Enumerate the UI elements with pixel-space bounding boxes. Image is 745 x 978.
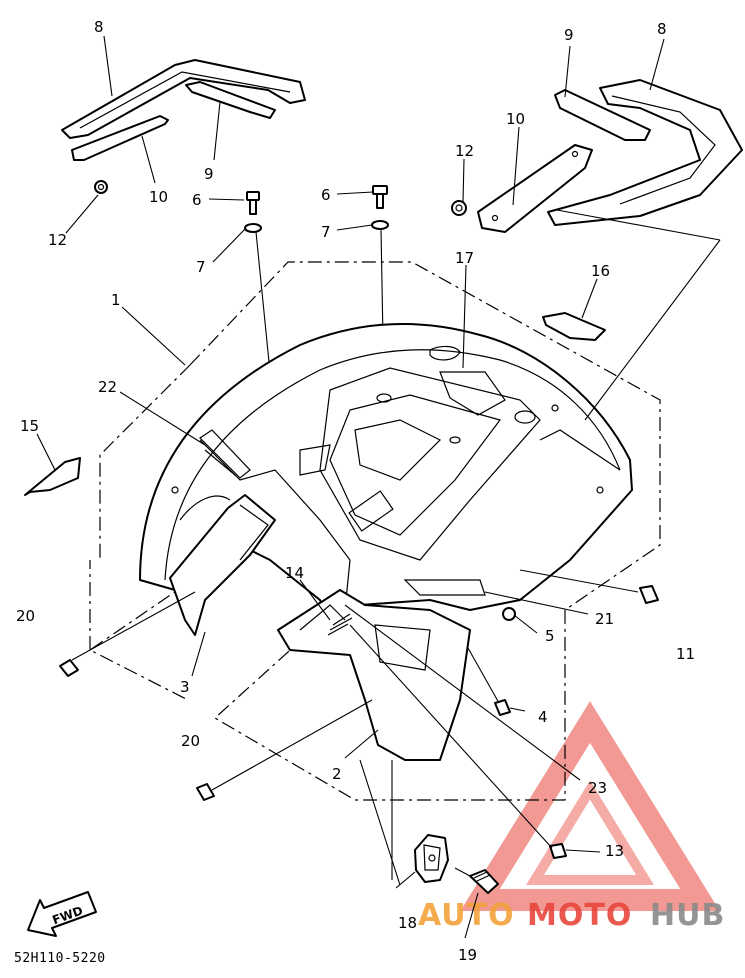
grab-bar-8-right: [547, 79, 743, 226]
callout-13: 13: [605, 842, 624, 860]
callout-23: 23: [588, 779, 607, 797]
callout-16: 16: [591, 262, 610, 280]
nut-12-right: [451, 200, 467, 216]
callout-4: 4: [538, 708, 548, 726]
fender-body: [139, 322, 633, 641]
watermark-text-auto: AUTO: [418, 898, 515, 933]
diagram-code: 52H110-5220: [14, 951, 106, 966]
nut-12-left: [94, 180, 108, 194]
callout-22: 22: [98, 378, 117, 396]
callout-17: 17: [455, 249, 474, 267]
plate-9-right: [554, 89, 651, 141]
callout-21: 21: [595, 610, 614, 628]
watermark-text-hub: HUB: [650, 898, 725, 933]
callout-5: 5: [545, 627, 555, 645]
mud-flap-3: [169, 494, 276, 636]
washer-7-right: [371, 220, 389, 230]
bracket-10-right: [477, 144, 593, 233]
watermark-logo: AUTO MOTO HUB: [418, 701, 725, 933]
callout-12-left: 12: [48, 231, 67, 249]
callout-9-left: 9: [204, 165, 214, 183]
fwd-arrow: FWD: [27, 891, 97, 937]
callout-18: 18: [398, 914, 417, 932]
callout-20-left: 20: [16, 607, 35, 625]
bolt-6-right: [372, 185, 388, 195]
callout-11: 11: [676, 645, 695, 663]
callout-19: 19: [458, 946, 477, 964]
rear-fender-main: [139, 322, 633, 641]
callout-7-right: 7: [321, 223, 331, 241]
callout-9-right: 9: [564, 26, 574, 44]
leader-lines: [36, 35, 721, 939]
callout-10-right: 10: [506, 110, 525, 128]
grab-bar-8-left: [61, 59, 306, 139]
callout-1: 1: [111, 291, 121, 309]
callout-6-left: 6: [192, 191, 202, 209]
callout-3: 3: [180, 678, 190, 696]
washer-7-left: [244, 223, 262, 233]
callout-labels: 8 9 10 12 6 7 6 7 9 8 10 12 17 16 1 22 1…: [16, 18, 695, 964]
bolt-11: [639, 585, 659, 604]
reflector-15: [24, 457, 81, 496]
label-16: [542, 312, 606, 341]
callout-20-bottom: 20: [181, 732, 200, 750]
plate-9-left: [185, 81, 276, 119]
bolt-19: [469, 869, 499, 894]
screw-4: [494, 699, 511, 716]
screw-20-left: [59, 659, 79, 677]
nut-5: [502, 607, 516, 621]
left-bracket-set: [61, 59, 306, 194]
callout-6-right: 6: [321, 186, 331, 204]
bracket-10-left: [71, 115, 169, 161]
callout-2: 2: [332, 765, 342, 783]
callout-15: 15: [20, 417, 39, 435]
screw-13: [549, 843, 567, 859]
right-bracket-set: [451, 79, 743, 233]
screw-20-bottom: [196, 783, 215, 801]
callout-10-left: 10: [149, 188, 168, 206]
callout-14: 14: [285, 564, 304, 582]
callout-8-left: 8: [94, 18, 104, 36]
watermark-text-moto: MOTO: [527, 898, 632, 933]
fasteners-misc: [59, 585, 659, 859]
bolt-6-left: [246, 191, 260, 201]
callout-12-right: 12: [455, 142, 474, 160]
callout-7-left: 7: [196, 258, 206, 276]
lower-guard-2: [277, 589, 471, 761]
callout-8-right: 8: [657, 20, 667, 38]
latch-18: [414, 834, 449, 883]
